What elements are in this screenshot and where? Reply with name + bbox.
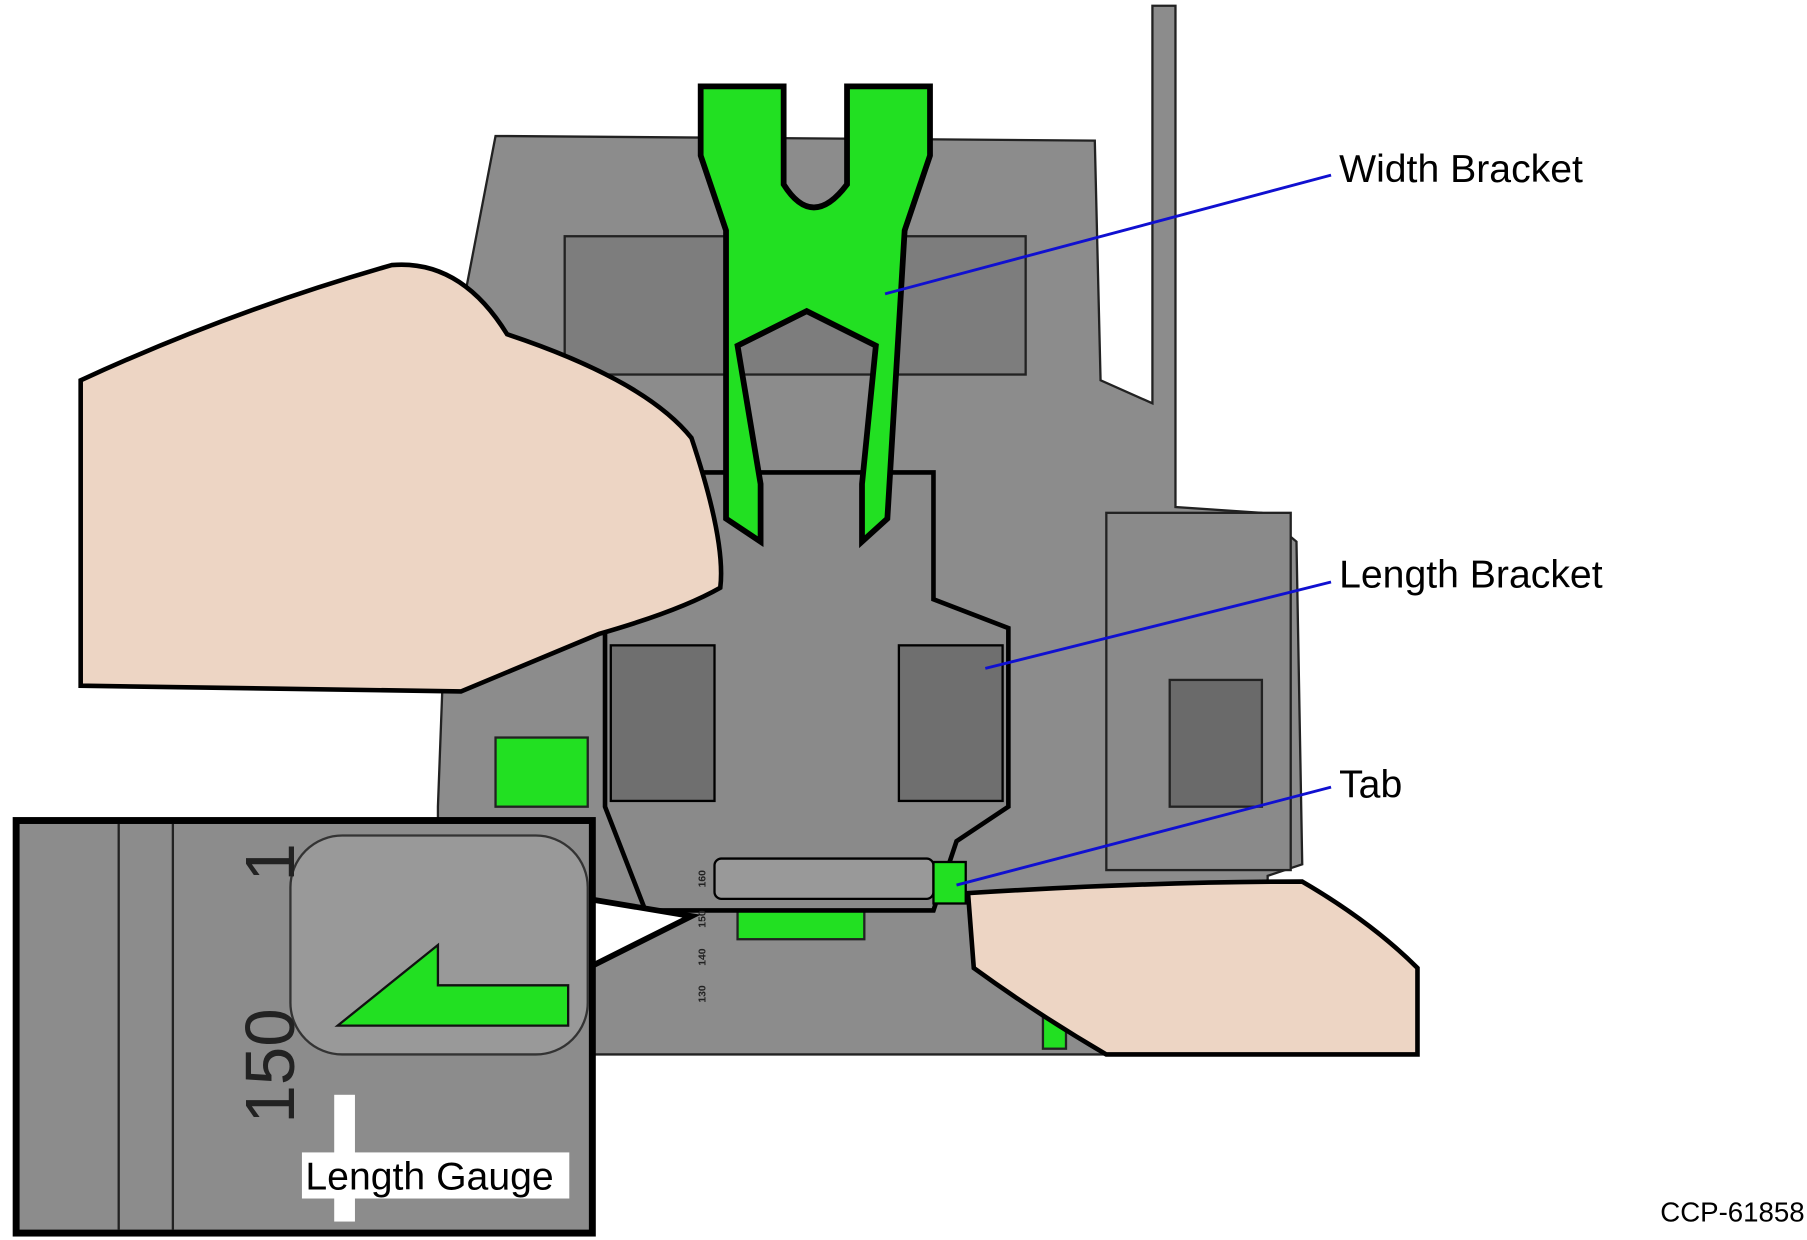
- right-hand: [965, 879, 1420, 1057]
- figure-id: CCP-61858: [1660, 1197, 1804, 1228]
- gauge-value-150: 150: [231, 1008, 309, 1123]
- svg-text:130: 130: [697, 985, 708, 1003]
- gauge-scale-small: 160 150 140 130: [697, 870, 708, 1003]
- svg-text:140: 140: [697, 948, 708, 966]
- svg-text:150: 150: [697, 910, 708, 928]
- gauge-value-1: 1: [231, 843, 309, 881]
- inset-label: Length Gauge: [305, 1155, 553, 1198]
- callout-length-bracket: Length Bracket: [1339, 554, 1603, 597]
- leader-lines: [884, 173, 1332, 887]
- left-hand: [78, 262, 724, 694]
- callout-tab: Tab: [1339, 763, 1402, 806]
- length-gauge-inset: 150 1 Length Gauge: [12, 817, 701, 1237]
- callout-width-bracket: Width Bracket: [1339, 148, 1583, 191]
- svg-text:160: 160: [697, 870, 708, 888]
- width-bracket[interactable]: [697, 83, 933, 549]
